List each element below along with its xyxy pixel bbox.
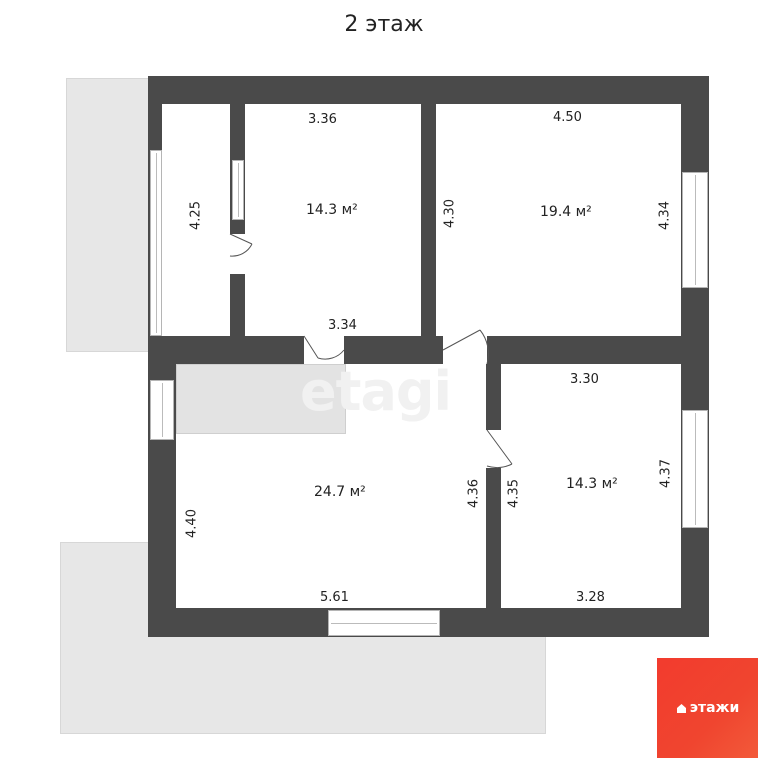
room-bottom-right <box>501 364 681 608</box>
dim-top-left-height: 4.30 <box>442 199 458 228</box>
window-corridor-left <box>150 150 162 336</box>
dim-corridor-height: 4.25 <box>188 201 204 230</box>
brand-logo: этажи <box>657 658 758 758</box>
logo-text: этажи <box>689 700 740 716</box>
dim-hall-width: 3.34 <box>328 318 357 333</box>
dim-top-right-height: 4.34 <box>657 201 673 230</box>
dim-bottom-left-width: 5.61 <box>320 590 349 605</box>
dim-bottom-right-right: 4.37 <box>658 459 674 488</box>
door-opening-bottom-right <box>486 430 501 468</box>
dim-bottom-right-top: 3.30 <box>570 372 599 387</box>
area-bottom-right: 14.3 м² <box>566 476 618 492</box>
watermark: etagi <box>300 360 452 423</box>
floor-title: 2 этаж <box>344 12 424 37</box>
window-top-right <box>682 172 708 288</box>
door-opening-corridor <box>230 234 245 274</box>
window-bottom-right <box>682 410 708 528</box>
window-bottom-left <box>150 380 174 440</box>
window-bottom <box>328 610 440 636</box>
dim-top-right-width: 4.50 <box>553 110 582 125</box>
area-top-left: 14.3 м² <box>306 202 358 218</box>
house-icon <box>676 703 686 713</box>
dim-bottom-right-bottom: 3.28 <box>576 590 605 605</box>
corridor <box>162 104 230 336</box>
exterior-area-left <box>66 78 150 352</box>
area-top-right: 19.4 м² <box>540 204 592 220</box>
window-corridor-right <box>232 160 244 220</box>
room-top-right <box>436 104 681 336</box>
door-opening-hall-right <box>443 336 487 364</box>
staircase <box>176 364 346 434</box>
room-top-left <box>245 104 421 336</box>
dim-bottom-left-right: 4.36 <box>466 479 482 508</box>
dim-bottom-right-left: 4.35 <box>506 479 522 508</box>
dim-bottom-left-left: 4.40 <box>184 509 200 538</box>
area-bottom-left: 24.7 м² <box>314 484 366 500</box>
dim-top-left-width: 3.36 <box>308 112 337 127</box>
